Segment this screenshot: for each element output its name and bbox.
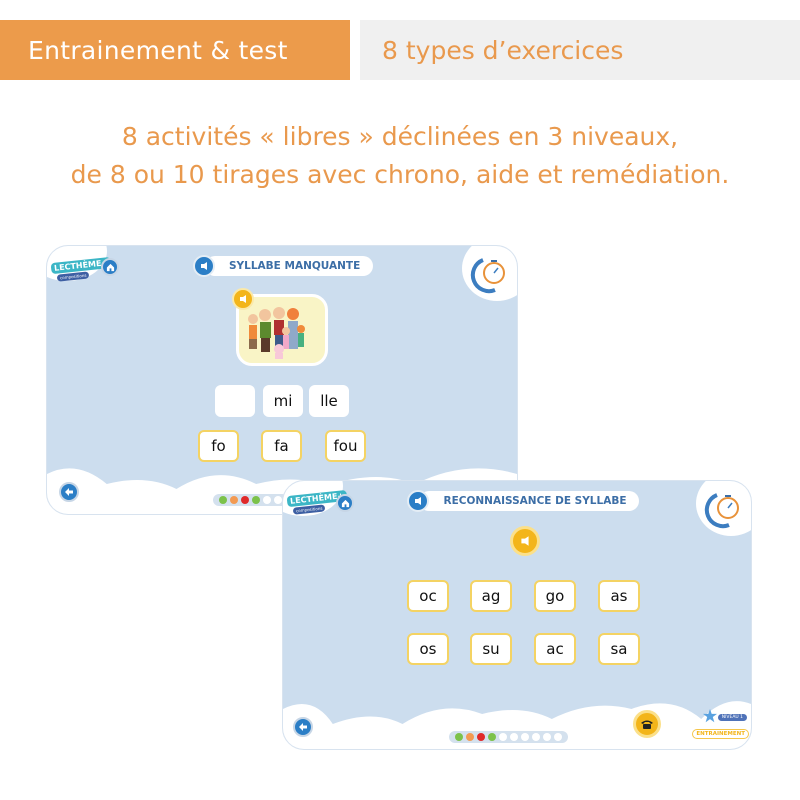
syllable-choice[interactable]: oc [407, 580, 449, 612]
title-audio-button[interactable] [407, 490, 429, 512]
home-icon [106, 263, 114, 271]
syllable-choice[interactable]: as [598, 580, 640, 612]
timer [469, 254, 509, 294]
lectheme-logo: LECTHÈME+ compositions [285, 485, 348, 517]
exercise-title: SYLLABE MANQUANTE [205, 256, 373, 276]
mode-badge: ENTRAINEMENT [692, 729, 749, 739]
syllable-choice[interactable]: fo [198, 430, 239, 462]
audio-play-button[interactable] [510, 526, 540, 556]
progress-dot [499, 733, 507, 741]
progress-dot [241, 496, 249, 504]
screen-syllabe-manquante: LECTHÈME+ compositions SYLLABE MANQUANTE… [46, 245, 518, 515]
subtitle-line-2: de 8 ou 10 tirages avec chrono, aide et … [70, 160, 730, 189]
progress-dot [230, 496, 238, 504]
syllable-choice[interactable]: os [407, 633, 449, 665]
screen-reconnaissance-syllabe: LECTHÈME+ compositions RECONNAISSANCE DE… [282, 480, 752, 750]
tab-types-exercices[interactable]: 8 types d’exercices [360, 20, 800, 80]
family-illustration [248, 307, 305, 359]
title-audio-button[interactable] [193, 255, 215, 277]
home-button[interactable] [336, 494, 354, 512]
syllable-choice[interactable]: su [470, 633, 512, 665]
back-button[interactable] [59, 482, 79, 502]
progress-dots [449, 731, 568, 743]
lectheme-logo: LECTHÈME+ compositions [49, 252, 112, 284]
progress-dot [543, 733, 551, 741]
arrow-left-icon [299, 723, 307, 731]
progress-dot [274, 496, 282, 504]
speaker-icon [415, 497, 421, 505]
title-text: RECONNAISSANCE DE SYLLABE [443, 495, 627, 507]
picture-audio-button[interactable] [232, 288, 254, 310]
help-phone-button[interactable] [633, 710, 661, 738]
progress-dot [510, 733, 518, 741]
progress-dot [219, 496, 227, 504]
progress-dot [521, 733, 529, 741]
syllable-choice[interactable]: fou [325, 430, 366, 462]
progress-dot [263, 496, 271, 504]
syllable-choice[interactable]: go [534, 580, 576, 612]
timer [703, 489, 743, 529]
title-text: SYLLABE MANQUANTE [229, 260, 361, 272]
progress-dot [477, 733, 485, 741]
progress-dot [455, 733, 463, 741]
tab-entrainement-test[interactable]: Entrainement & test [0, 20, 350, 80]
subtitle: 8 activités « libres » déclinées en 3 ni… [0, 118, 800, 194]
arrow-left-icon [65, 488, 73, 496]
back-button[interactable] [293, 717, 313, 737]
progress-dot [488, 733, 496, 741]
progress-dot [554, 733, 562, 741]
stopwatch-icon [470, 258, 505, 294]
home-icon [341, 499, 349, 507]
syllable-choice[interactable]: fa [261, 430, 302, 462]
star-icon [703, 709, 717, 723]
syllable-choice[interactable]: sa [598, 633, 640, 665]
syllable-choice[interactable]: ac [534, 633, 576, 665]
home-button[interactable] [101, 258, 119, 276]
stopwatch-icon [704, 493, 739, 529]
level-badge: NIVEAU 1 [717, 714, 747, 721]
speaker-icon [201, 262, 207, 270]
progress-dots [213, 494, 288, 506]
subtitle-line-1: 8 activités « libres » déclinées en 3 ni… [121, 122, 679, 151]
progress-dot [532, 733, 540, 741]
cloud-decoration [283, 701, 751, 749]
speaker-icon [240, 295, 246, 303]
speaker-icon [521, 536, 529, 546]
exercise-title: RECONNAISSANCE DE SYLLABE [419, 491, 639, 511]
phone-icon [641, 720, 653, 729]
word-slot: mi [263, 385, 303, 417]
syllable-choice[interactable]: ag [470, 580, 512, 612]
progress-dot [252, 496, 260, 504]
word-slot-empty[interactable] [215, 385, 255, 417]
word-slot: lle [309, 385, 349, 417]
progress-dot [466, 733, 474, 741]
